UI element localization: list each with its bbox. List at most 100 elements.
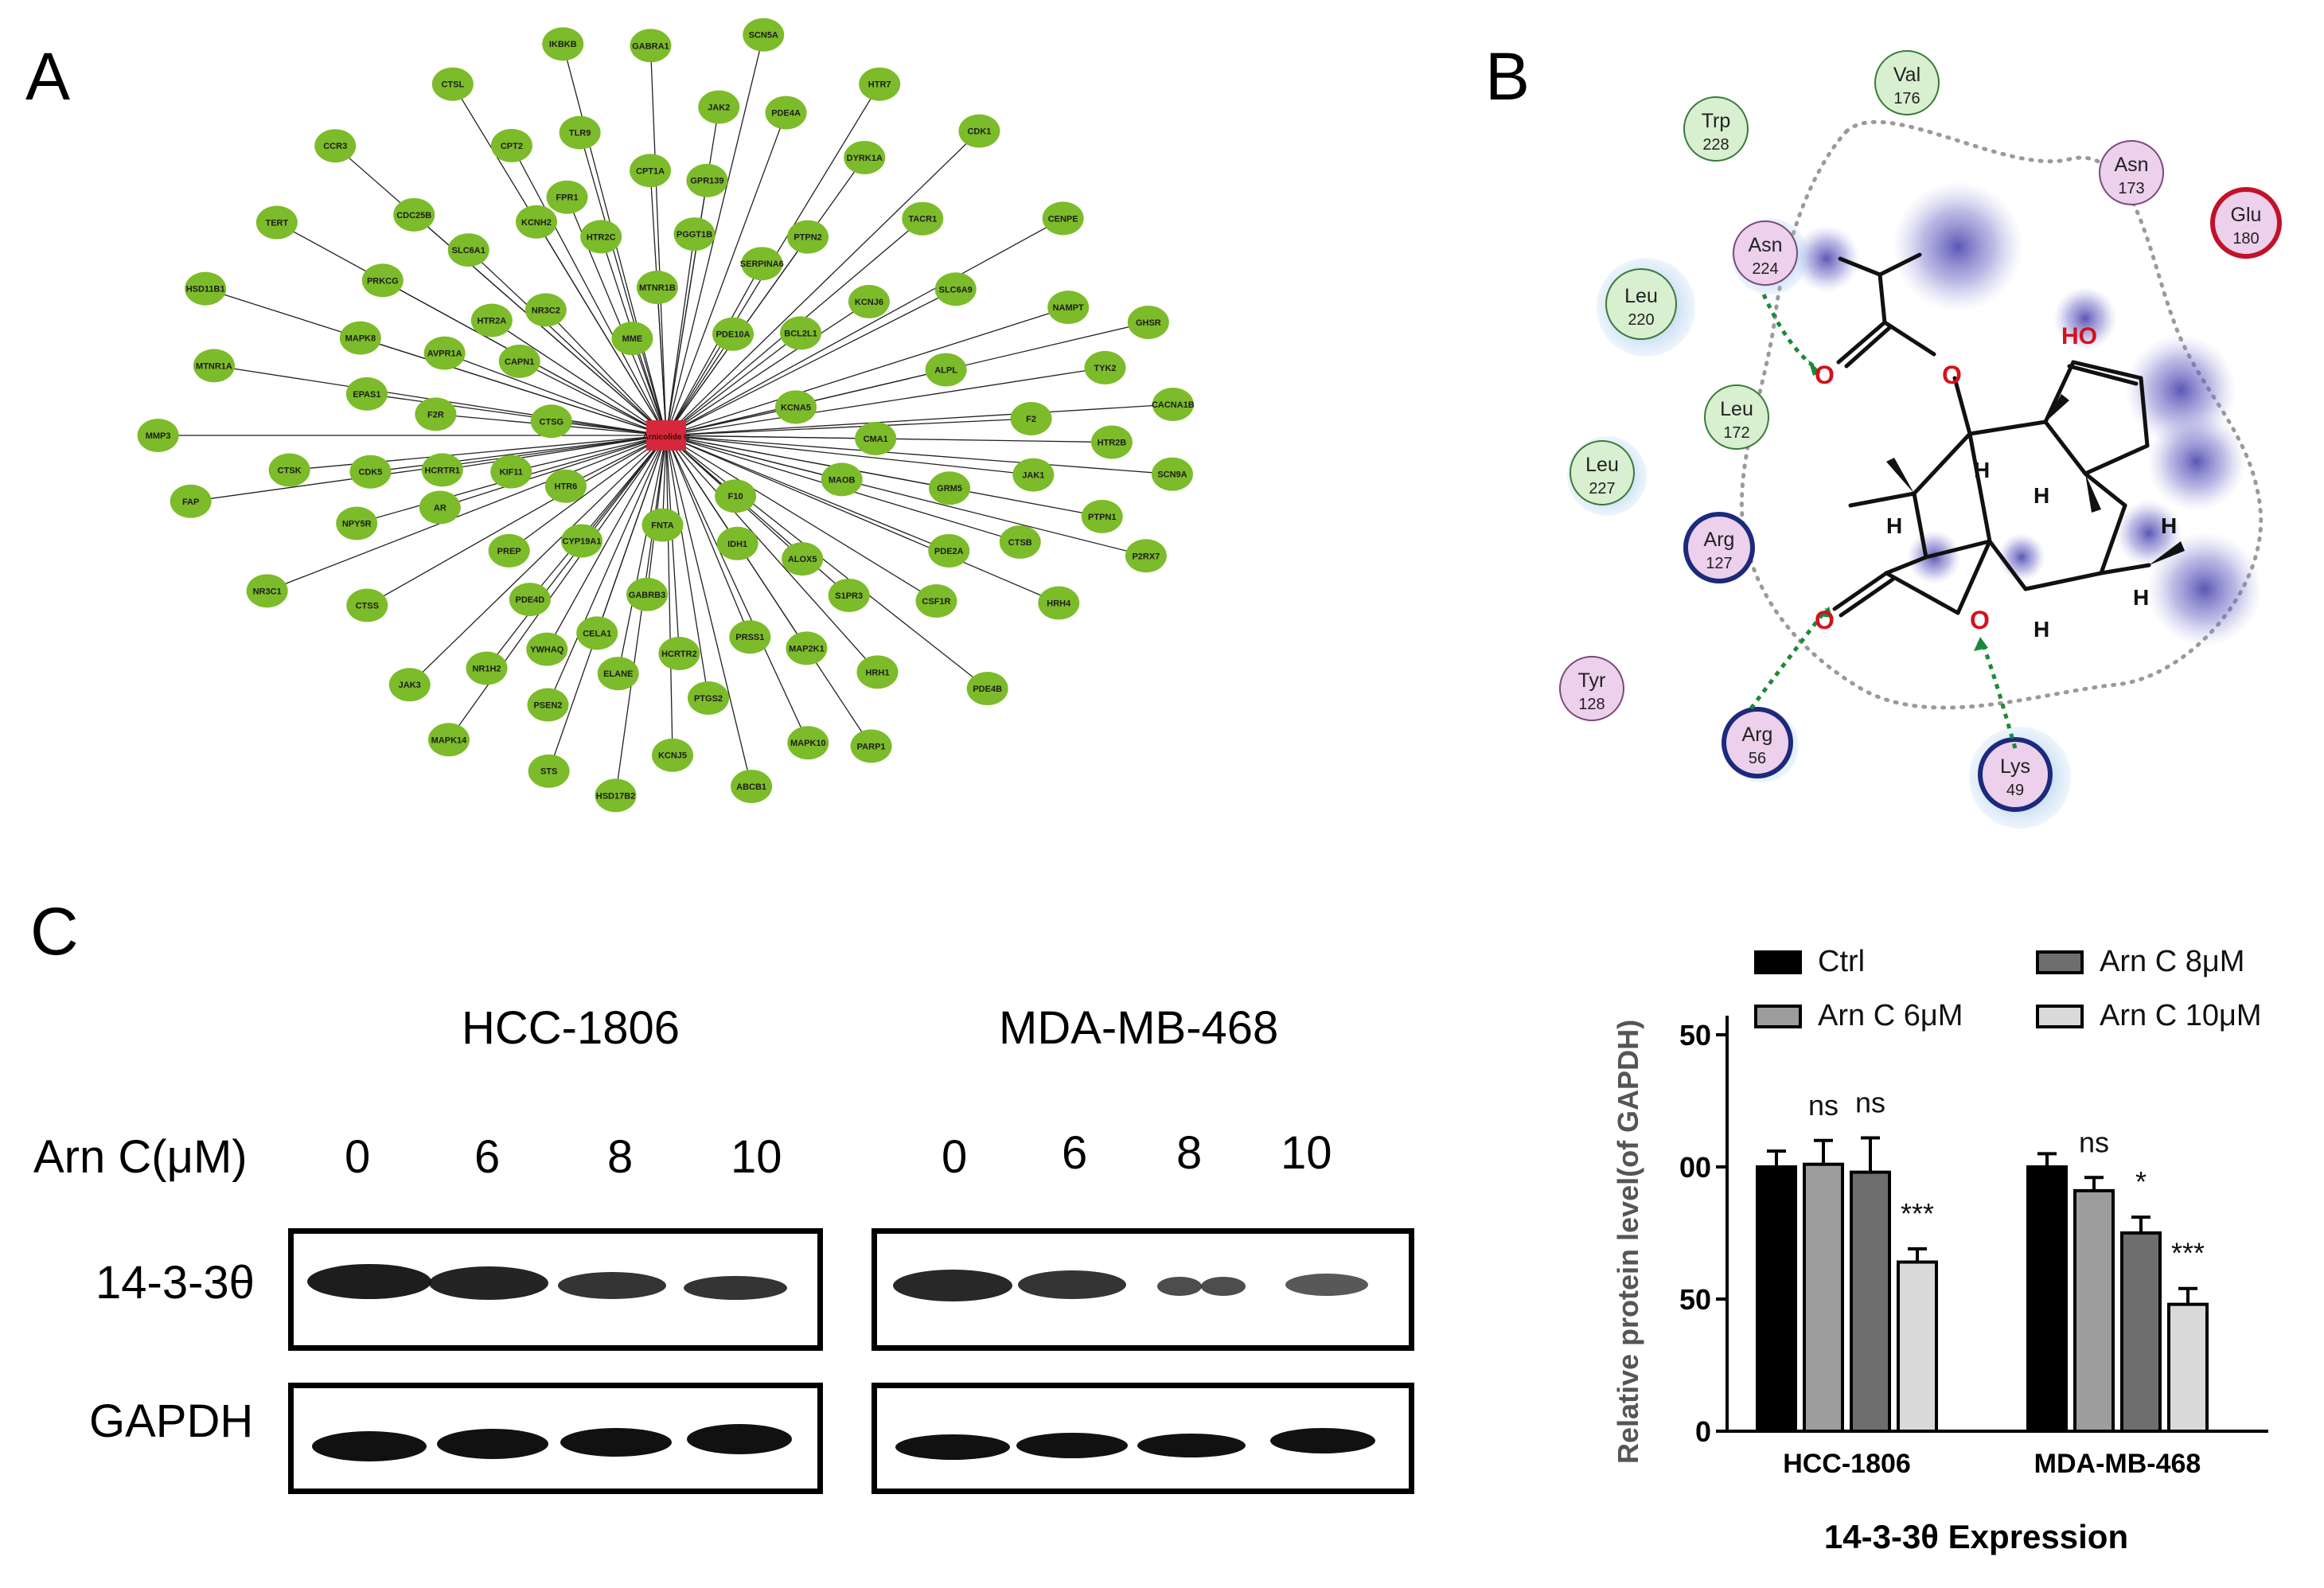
network-node-label: GRM5 bbox=[937, 484, 962, 494]
network-node: JAK2 bbox=[698, 90, 740, 124]
significance-label: *** bbox=[2171, 1237, 2205, 1270]
network-node: CTSB bbox=[999, 525, 1041, 560]
network-node: GPR139 bbox=[686, 163, 728, 197]
y-tick-label: 00 bbox=[1679, 1151, 1711, 1184]
network-node: CDK1 bbox=[958, 114, 1000, 148]
network-node: PGGT1B bbox=[673, 217, 716, 252]
svg-text:Trp: Trp bbox=[1702, 110, 1731, 132]
network-node: HTR7 bbox=[859, 67, 901, 101]
svg-text:128: 128 bbox=[1578, 696, 1605, 713]
dose-0-right: 0 bbox=[942, 1131, 968, 1183]
network-edge bbox=[596, 435, 667, 634]
network-node-label: PARP1 bbox=[857, 742, 886, 751]
network-node-label: CENPE bbox=[1048, 214, 1078, 224]
dose-8-right: 8 bbox=[1176, 1127, 1203, 1179]
legend-item: Arn C 8μM bbox=[2036, 945, 2244, 978]
network-edge bbox=[665, 435, 673, 755]
bar-1-1: ns bbox=[2073, 1126, 2115, 1433]
network-node: PRSS1 bbox=[729, 620, 771, 654]
network-node-label: ELANE bbox=[603, 669, 633, 679]
network-edge bbox=[665, 332, 801, 436]
network-node: CACNA1B bbox=[1152, 388, 1195, 422]
network-edge bbox=[618, 435, 667, 674]
network-node-label: FNTA bbox=[651, 521, 674, 531]
y-tick-label: 50 bbox=[1679, 1283, 1711, 1316]
legend-item: Arn C 6μM bbox=[1754, 999, 1963, 1032]
network-node: BCL2L1 bbox=[780, 316, 822, 350]
hydrogen-bonds bbox=[1749, 293, 2018, 749]
network-node-label: ALPL bbox=[934, 366, 957, 376]
network-node: GRM5 bbox=[929, 471, 971, 505]
network-node-label: SERPINA6 bbox=[740, 259, 784, 269]
network-node-label: MTNR1B bbox=[639, 283, 676, 293]
svg-text:Arn C 10μM: Arn C 10μM bbox=[2100, 999, 2262, 1032]
significance-label: * bbox=[2135, 1165, 2147, 1198]
dose-6-left: 6 bbox=[474, 1131, 501, 1183]
svg-text:49: 49 bbox=[2006, 782, 2024, 799]
network-node: PTGS2 bbox=[687, 681, 729, 715]
network-node-label: F10 bbox=[728, 492, 743, 501]
network-edge bbox=[511, 145, 667, 436]
network-edge bbox=[511, 435, 667, 473]
network-node-label: GABRB3 bbox=[629, 591, 665, 600]
network-node-label: HCRTR2 bbox=[661, 650, 697, 659]
network-edge bbox=[665, 435, 739, 544]
network-edges bbox=[158, 34, 1173, 796]
network-node-label: F2R bbox=[427, 410, 444, 419]
bar-0-1: ns bbox=[1803, 1089, 1844, 1433]
network-node-label: CELA1 bbox=[583, 629, 611, 638]
network-node-label: S1PR3 bbox=[835, 591, 863, 601]
network-edge bbox=[665, 418, 1031, 436]
x-tick-label: MDA-MB-468 bbox=[2034, 1449, 2201, 1479]
svg-text:Arn C 8μM: Arn C 8μM bbox=[2100, 945, 2244, 978]
network-node: HRH4 bbox=[1038, 586, 1080, 620]
network-node-label: SLC6A9 bbox=[939, 285, 973, 295]
network-node-label: JAK3 bbox=[399, 681, 421, 690]
network-node: F10 bbox=[715, 479, 757, 513]
network-edge bbox=[519, 361, 667, 436]
network-node: F2 bbox=[1010, 401, 1052, 435]
network-edge bbox=[665, 435, 680, 654]
network-edge bbox=[614, 435, 667, 796]
network-node-label: CMA1 bbox=[864, 435, 888, 444]
network-edge bbox=[665, 367, 1105, 436]
network-node-label: EPAS1 bbox=[353, 390, 380, 400]
network-edge bbox=[546, 435, 667, 650]
network-node-label: CDC25B bbox=[396, 211, 431, 220]
network-node: PDE4A bbox=[765, 96, 807, 130]
network-edge bbox=[536, 221, 667, 436]
significance-label: *** bbox=[1901, 1197, 1934, 1230]
network-edge bbox=[665, 263, 762, 436]
network-edge bbox=[267, 435, 667, 591]
cell-line-label-mdamb468: MDA-MB-468 bbox=[999, 1002, 1279, 1054]
hub-node-label: Arnicolide C bbox=[643, 433, 690, 442]
network-node: P2RX7 bbox=[1125, 539, 1167, 573]
network-node: CDK5 bbox=[349, 455, 392, 489]
svg-text:56: 56 bbox=[1749, 750, 1766, 767]
blot-1433-hcc1806 bbox=[288, 1228, 823, 1351]
network-node: CYP19A1 bbox=[561, 524, 603, 558]
svg-text:227: 227 bbox=[1589, 480, 1615, 497]
network-edge bbox=[444, 353, 667, 436]
network-node: HTR2B bbox=[1090, 425, 1133, 459]
network-node-label: MAP2K1 bbox=[789, 644, 825, 654]
cell-line-label-hcc1806: HCC-1806 bbox=[462, 1002, 680, 1054]
network-edge bbox=[665, 131, 980, 436]
network-node-label: BCL2L1 bbox=[784, 329, 817, 338]
network-node: TACR1 bbox=[902, 201, 944, 236]
network-node-label: STS bbox=[540, 767, 557, 777]
network-node: GABRA1 bbox=[630, 29, 672, 63]
bar-0-2: ns bbox=[1850, 1086, 1891, 1433]
network-node-label: MAPK10 bbox=[790, 739, 826, 748]
network-node: NR3C2 bbox=[524, 293, 567, 327]
network-node-label: GPR139 bbox=[690, 177, 723, 186]
network-node-label: HTR2B bbox=[1098, 439, 1127, 448]
network-node: PREP bbox=[488, 533, 530, 568]
network-node: PDE2A bbox=[928, 533, 970, 568]
network-edge bbox=[529, 435, 667, 600]
